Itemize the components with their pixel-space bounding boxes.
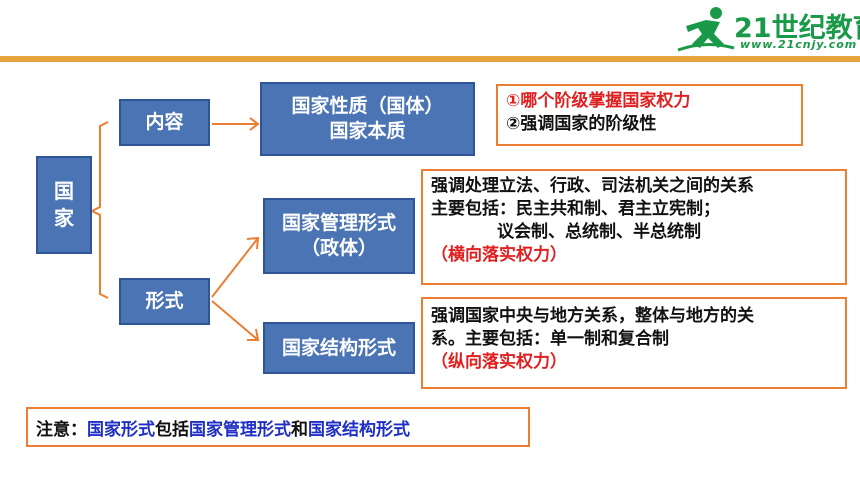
footer-term-struct-form: 国家结构形式	[308, 419, 410, 440]
arrowhead-form-struct	[247, 328, 260, 341]
node-root-char-2: 家	[54, 206, 74, 230]
node-struct-form-label: 国家结构形式	[281, 336, 396, 359]
bracket-root	[89, 121, 109, 299]
footer-prefix: 注意：	[36, 419, 87, 440]
node-root-char-1: 国	[54, 179, 74, 203]
node-gov-form-line2: （政体）	[300, 237, 377, 259]
node-gov-form-line1: 国家管理形式	[281, 212, 396, 235]
node-form-label: 形式	[145, 290, 184, 313]
note-gov-form-line1: 强调处理立法、行政、司法机关之间的关系	[431, 176, 754, 196]
note-gov-form: 强调处理立法、行政、司法机关之间的关系 主要包括：民主共和制、君主立宪制； 议会…	[421, 169, 847, 285]
note-nature: ①哪个阶级掌握国家权力 ②强调国家的阶级性	[496, 84, 803, 146]
note-struct-form-line1: 强调国家中央与地方关系，整体与地方的关	[431, 306, 754, 326]
note-struct-form-line3: （纵向落实权力）	[431, 352, 567, 373]
arrow-form-gov	[211, 237, 259, 298]
footer-term-gov-form: 国家管理形式	[189, 419, 291, 440]
note-struct-form-line2: 系。主要包括：单一制和复合制	[431, 329, 669, 350]
top-accent-bar	[0, 56, 860, 62]
node-gov-form: 国家管理形式 （政体）	[263, 198, 415, 274]
logo: 21世纪教育 www.21cnjy.com	[676, 4, 860, 54]
runner-icon	[677, 7, 735, 52]
node-form: 形式	[119, 278, 210, 325]
node-content: 内容	[119, 99, 210, 146]
footer-term-state-form: 国家形式	[87, 419, 155, 440]
footer-mid-2: 和	[291, 419, 308, 440]
node-content-label: 内容	[145, 111, 184, 134]
node-nature-line2: 国家本质	[329, 120, 406, 142]
arrowhead-form-gov	[246, 236, 260, 250]
logo-brand-text: 21世纪教育	[734, 13, 860, 44]
footer-mid-1: 包括	[155, 419, 189, 440]
footer-note: 注意： 国家形式 包括 国家管理形式 和 国家结构形式	[26, 407, 530, 447]
note-nature-line1: ①哪个阶级掌握国家权力	[506, 91, 691, 111]
node-nature: 国家性质（国体） 国家本质	[260, 82, 475, 156]
note-gov-form-line2: 主要包括：民主共和制、君主立宪制；	[431, 199, 720, 220]
note-struct-form: 强调国家中央与地方关系，整体与地方的关 系。主要包括：单一制和复合制 （纵向落实…	[421, 297, 847, 389]
arrowhead-content-nature	[249, 117, 260, 131]
node-root: 国 家	[36, 156, 92, 254]
arrow-form-struct	[211, 300, 259, 341]
note-nature-line2: ②强调国家的阶级性	[506, 114, 657, 135]
node-struct-form: 国家结构形式	[263, 322, 415, 374]
logo-url-text: www.21cnjy.com	[740, 38, 858, 51]
note-gov-form-line4: （横向落实权力）	[431, 245, 567, 266]
note-gov-form-line3: 议会制、总统制、半总统制	[497, 222, 701, 243]
node-nature-line1: 国家性质（国体）	[291, 95, 444, 118]
